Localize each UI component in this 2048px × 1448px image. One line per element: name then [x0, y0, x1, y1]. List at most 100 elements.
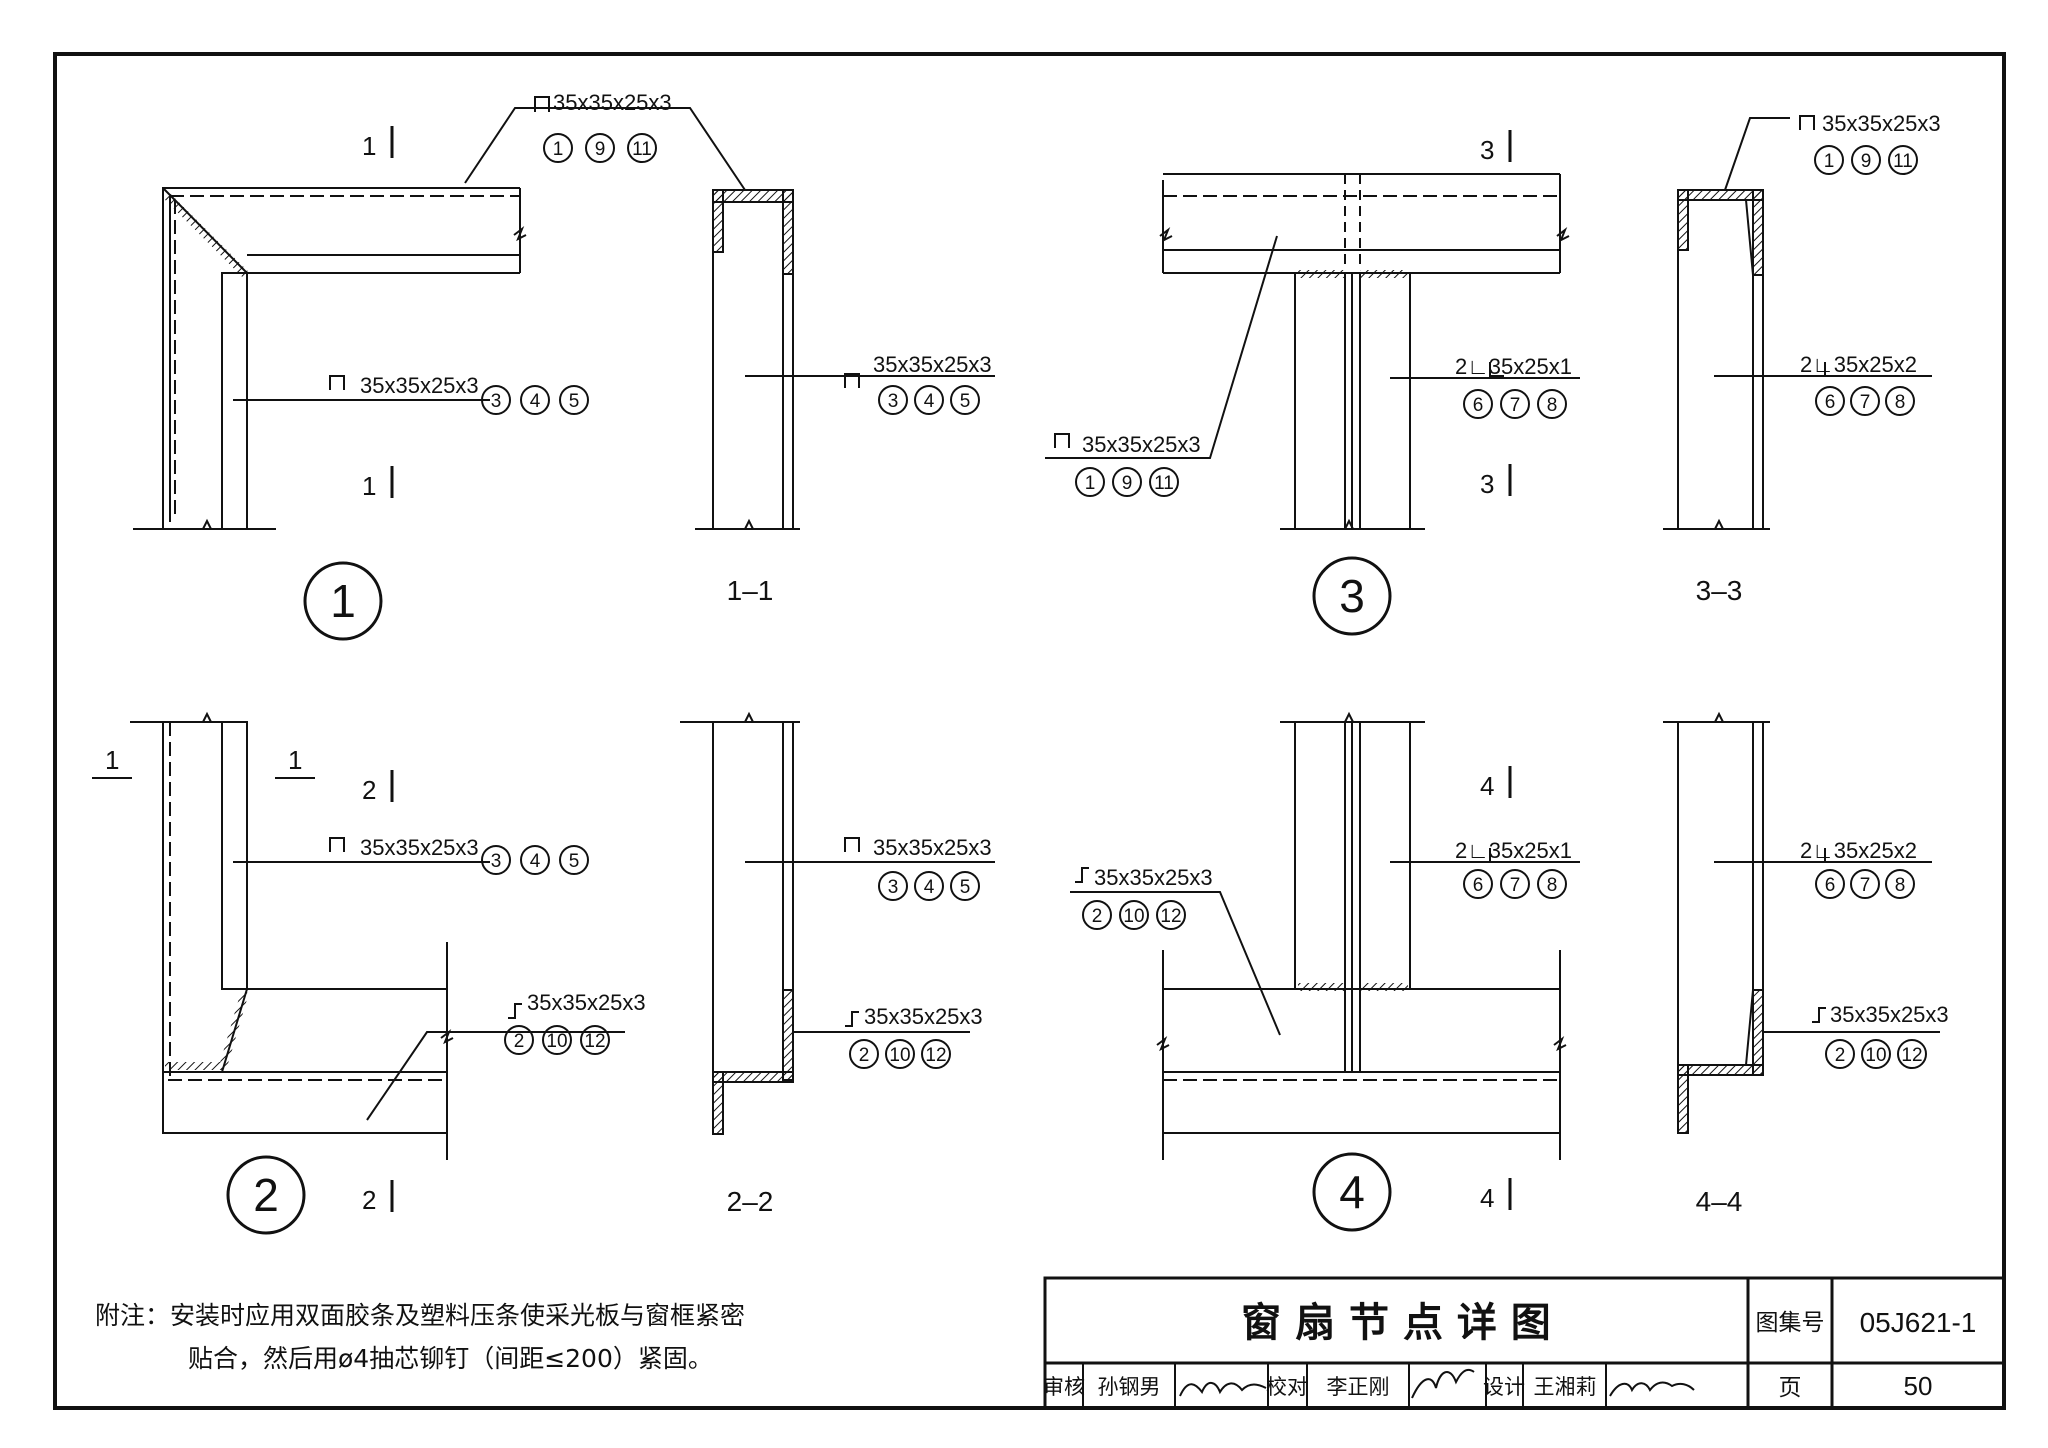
profile-label-s44-zee: 35x35x25x3 — [1830, 1002, 1949, 1027]
atlas-label: 图集号 — [1756, 1310, 1825, 1336]
detail-number-2: 2 — [253, 1169, 279, 1221]
balloon-a3-1: 1 — [1824, 151, 1835, 172]
review-name: 孙钢男 — [1098, 1375, 1161, 1399]
section-mark-1-bottom: 1 — [362, 471, 376, 501]
balloon-c1-2: 10 — [546, 1031, 567, 1052]
profile-label-s11: 35x35x25x3 — [873, 352, 992, 377]
balloon-d2-1: 6 — [1825, 392, 1836, 413]
profile-label-d4-zee: 35x35x25x3 — [1094, 865, 1213, 890]
balloon-c3-1: 2 — [1092, 906, 1103, 927]
balloon-c4-1: 2 — [1835, 1045, 1846, 1066]
note-line-2: 贴合，然后用ø4抽芯铆钉（间距≤200）紧固。 — [188, 1344, 713, 1373]
balloon-c4-3: 12 — [1901, 1045, 1922, 1066]
profile-label-d3-angle: 2∟35x25x1 — [1455, 354, 1572, 379]
balloon-d1-1: 6 — [1473, 395, 1484, 416]
balloon-c4-2: 10 — [1865, 1045, 1886, 1066]
profile-label-s22-side: 35x35x25x3 — [873, 835, 992, 860]
balloon-a1-2: 9 — [595, 139, 606, 160]
balloon-d3-3: 8 — [1547, 875, 1558, 896]
profile-label-s44-angle: 2∟35x25x2 — [1800, 838, 1917, 863]
balloon-a1-3: 11 — [632, 139, 652, 160]
page-label: 页 — [1779, 1375, 1802, 1401]
balloon-c1-3: 12 — [584, 1031, 605, 1052]
section-4-4-drawing — [1663, 711, 1940, 1134]
balloon-circles — [481, 133, 1927, 1069]
balloon-c2-2: 10 — [889, 1045, 910, 1066]
detail-circle-3 — [1312, 556, 1392, 636]
balloon-b1-2: 4 — [530, 391, 541, 412]
signatures — [1179, 1368, 1695, 1399]
section-title-3-3: 3–3 — [1696, 575, 1743, 606]
section-mark-3-top: 3 — [1480, 135, 1494, 165]
detail-circle-2 — [226, 1155, 306, 1235]
detail-1-drawing — [133, 187, 527, 530]
profile-label-d2-zee: 35x35x25x3 — [527, 990, 646, 1015]
section-mark-3-bottom: 3 — [1480, 469, 1494, 499]
balloon-b3-2: 4 — [530, 851, 541, 872]
profile-label-d2-side: 35x35x25x3 — [360, 835, 479, 860]
detail-circle-1 — [303, 561, 383, 641]
balloon-c3-3: 12 — [1160, 906, 1181, 927]
balloon-c3-2: 10 — [1123, 906, 1144, 927]
review-label: 审核 — [1043, 1375, 1085, 1399]
balloon-b4-1: 3 — [888, 877, 899, 898]
profile-symbols — [329, 96, 1839, 1027]
profile-label-d3-left: 35x35x25x3 — [1082, 432, 1201, 457]
section-title-2-2: 2–2 — [727, 1186, 774, 1217]
detail-number-1: 1 — [330, 575, 356, 627]
balloon-c2-3: 12 — [925, 1045, 946, 1066]
balloon-d3-1: 6 — [1473, 875, 1484, 896]
check-label: 校对 — [1266, 1375, 1308, 1399]
balloon-b1-3: 5 — [569, 391, 580, 412]
balloon-d3-2: 7 — [1510, 875, 1521, 896]
title-block-lines — [1043, 1276, 2006, 1410]
profile-label-d1-side: 35x35x25x3 — [360, 373, 479, 398]
detail-2-ref-mark-left: 1 — [105, 745, 119, 775]
balloon-c2-1: 2 — [859, 1045, 870, 1066]
balloon-a2-1: 1 — [1085, 473, 1096, 494]
balloon-d4-1: 6 — [1825, 875, 1836, 896]
detail-3-drawing — [1045, 173, 1580, 530]
section-mark-2-top: 2 — [362, 775, 376, 805]
section-mark-1-top: 1 — [362, 131, 376, 161]
balloon-d2-2: 7 — [1860, 392, 1871, 413]
balloon-a2-3: 11 — [1154, 473, 1174, 494]
leader-detail-1-top — [464, 107, 746, 191]
check-name: 李正刚 — [1327, 1375, 1390, 1399]
balloon-d2-3: 8 — [1895, 392, 1906, 413]
section-mark-4-top: 4 — [1480, 771, 1494, 801]
balloon-d1-2: 7 — [1510, 395, 1521, 416]
section-1-1-drawing — [695, 189, 995, 530]
section-title-1-1: 1–1 — [727, 575, 774, 606]
balloon-b1-1: 3 — [491, 391, 502, 412]
balloon-numbers: 1 9 11 3 4 5 3 4 5 1 9 11 6 7 8 1 9 11 6… — [491, 139, 1923, 1066]
section-mark-4-bottom: 4 — [1480, 1183, 1494, 1213]
profile-label-d1-top: 35x35x25x3 — [553, 90, 672, 115]
profile-label-s22-zee: 35x35x25x3 — [864, 1004, 983, 1029]
detail-number-3: 3 — [1339, 570, 1365, 622]
section-2-2-drawing — [680, 711, 995, 1135]
detail-circle-4 — [1312, 1152, 1392, 1232]
balloon-a3-3: 11 — [1893, 151, 1913, 172]
profile-label-s33-top: 35x35x25x3 — [1822, 111, 1941, 136]
sheet-border — [53, 52, 2006, 1410]
balloon-b2-2: 4 — [924, 391, 935, 412]
section-cut-marks — [390, 126, 1512, 1212]
balloon-a3-2: 9 — [1861, 151, 1872, 172]
detail-4-drawing — [1070, 711, 1580, 1160]
atlas-number: 05J621-1 — [1860, 1307, 1977, 1338]
balloon-b4-3: 5 — [960, 877, 971, 898]
balloon-b3-1: 3 — [491, 851, 502, 872]
drawing-title: 窗 扇 节 点 详 图 — [1241, 1300, 1551, 1346]
profile-label-d4-angle: 2∟35x25x1 — [1455, 838, 1572, 863]
balloon-b2-1: 3 — [888, 391, 899, 412]
balloon-d4-3: 8 — [1895, 875, 1906, 896]
detail-2-drawing — [92, 711, 625, 1160]
balloon-b2-3: 5 — [960, 391, 971, 412]
balloon-b4-2: 4 — [924, 877, 935, 898]
balloon-b3-3: 5 — [569, 851, 580, 872]
balloon-c1-1: 2 — [514, 1031, 525, 1052]
section-mark-2-bottom: 2 — [362, 1185, 376, 1215]
page-number: 50 — [1904, 1371, 1933, 1401]
